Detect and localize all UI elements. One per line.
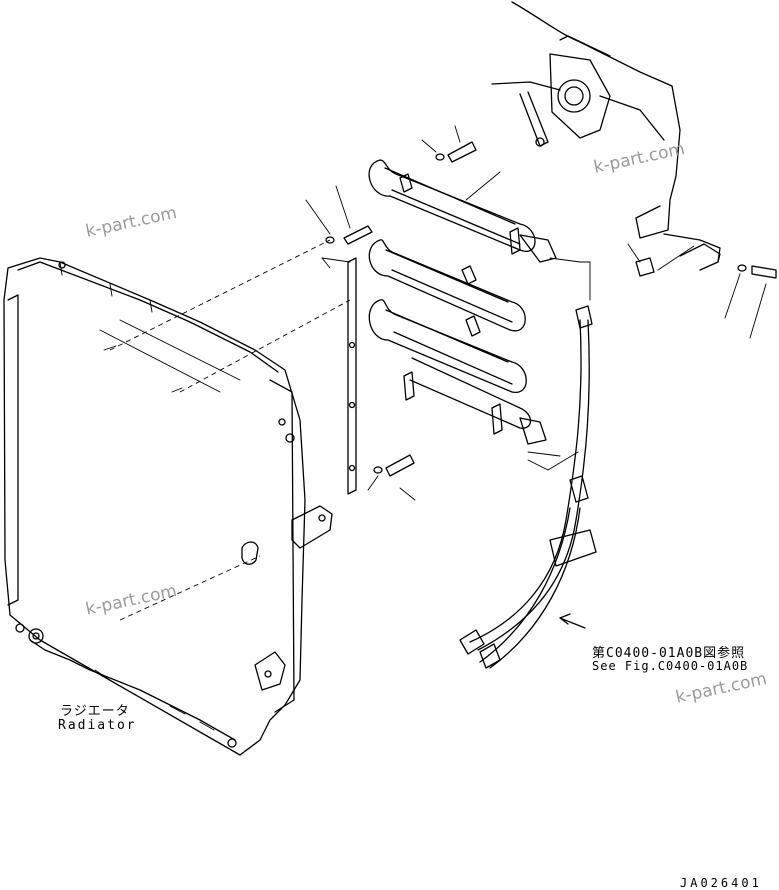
hydraulic-hoses xyxy=(459,257,597,669)
radiator-mount-bracket xyxy=(241,505,333,565)
radiator-label-en: Radiator xyxy=(58,718,137,733)
reference-label-en: See Fig.C0400-01A0B xyxy=(592,659,749,673)
reference-label-jp: 第C0400-01A0B図参照 xyxy=(592,646,746,661)
radiator-label-jp: ラジエータ xyxy=(60,704,130,719)
fasteners xyxy=(305,125,777,501)
oil-cooler-tubes xyxy=(368,159,579,471)
upper-bracket-assembly xyxy=(491,1,721,277)
radiator-assembly xyxy=(3,257,306,756)
drawing-code: JA026401 xyxy=(680,876,762,890)
assembly-centerlines xyxy=(109,239,351,621)
cooler-mounting-plate xyxy=(321,257,357,495)
